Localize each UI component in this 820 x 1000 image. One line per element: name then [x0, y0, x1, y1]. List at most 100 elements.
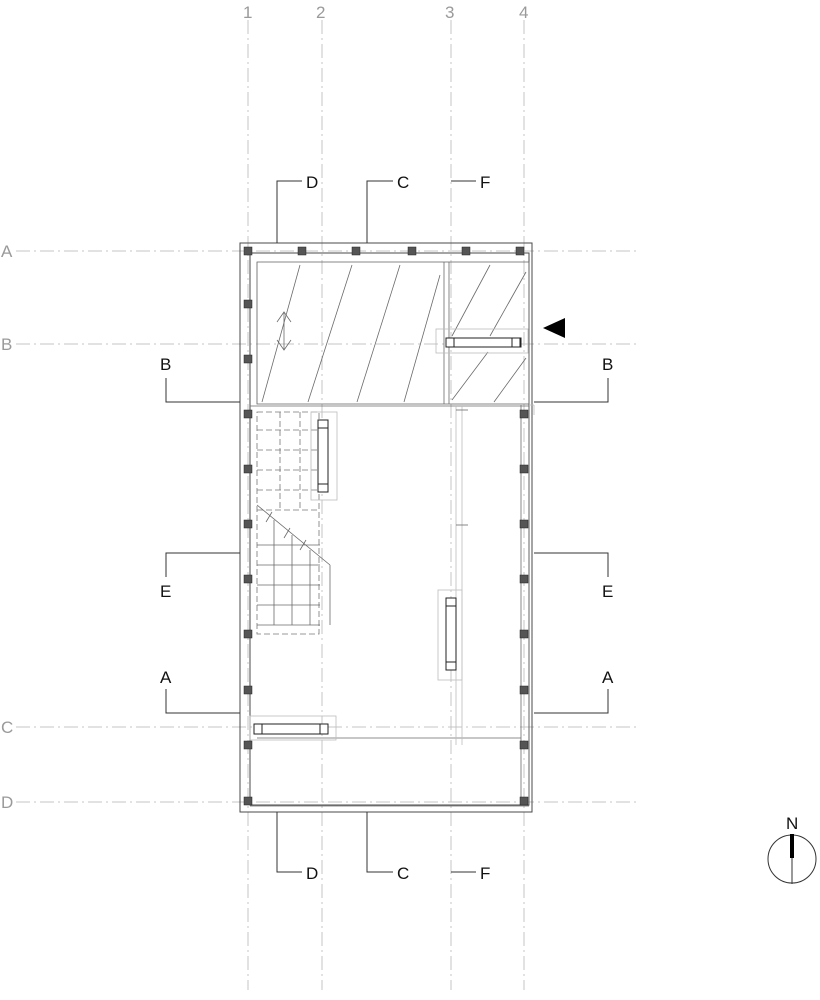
- section-label-bottom-d: D: [306, 864, 318, 883]
- grid-label-row-c: C: [1, 718, 13, 737]
- grid-label-col-2: 2: [316, 3, 325, 22]
- post: [519, 796, 529, 806]
- hatch-line: [356, 264, 401, 403]
- grid-label-col-3: 3: [445, 3, 454, 22]
- inner-wall: [249, 252, 530, 806]
- section-label-right-e: E: [602, 582, 613, 601]
- section-line-top-c: [366, 180, 393, 243]
- section-label-right-a: A: [602, 668, 614, 687]
- section-line-right-a: [534, 689, 609, 714]
- post: [297, 246, 307, 256]
- column-end: [445, 597, 457, 607]
- post: [243, 519, 253, 529]
- post: [519, 409, 529, 419]
- section-line-bottom-d: [276, 812, 302, 873]
- post: [519, 740, 529, 750]
- hatch-line: [451, 351, 489, 401]
- grid-labels: 1 2 3 4 A B C D: [1, 3, 528, 812]
- post: [351, 246, 361, 256]
- post: [243, 796, 253, 806]
- post: [243, 574, 253, 584]
- grid-label-col-1: 1: [243, 3, 252, 22]
- building-walls: [239, 242, 535, 813]
- column-end: [445, 661, 457, 671]
- section-markers: D C F D C F B E A B E A: [160, 173, 614, 883]
- section-label-bottom-c: C: [397, 864, 409, 883]
- wall-posts: [243, 246, 529, 806]
- section-line-left-e: [165, 552, 240, 577]
- section-label-top-c: C: [397, 173, 409, 192]
- post: [243, 299, 253, 309]
- post: [243, 464, 253, 474]
- grid-label-row-b: B: [1, 335, 12, 354]
- column-north: [317, 419, 329, 493]
- stair-diagonal: [256, 504, 331, 566]
- beam-halo: [437, 589, 463, 681]
- column-end: [317, 483, 329, 493]
- grid-label-col-4: 4: [519, 3, 528, 22]
- post: [243, 246, 253, 256]
- section-line-top-d: [276, 180, 302, 243]
- beams: [249, 328, 529, 741]
- section-label-left-a: A: [160, 668, 172, 687]
- up-down-arrow-tail: [276, 339, 292, 351]
- section-label-top-d: D: [306, 173, 318, 192]
- post: [515, 246, 525, 256]
- beam-south: [253, 723, 329, 735]
- post: [243, 354, 253, 364]
- hatch-line: [493, 357, 527, 403]
- section-label-left-b: B: [160, 355, 171, 374]
- post: [519, 519, 529, 529]
- north-arrow-label: N: [786, 814, 798, 833]
- beam-end: [445, 337, 455, 348]
- stair-outline: [256, 411, 320, 635]
- section-line-left-a: [165, 689, 240, 714]
- section-line-left-b: [165, 378, 240, 403]
- upper-floor-outline: [256, 261, 530, 405]
- post: [243, 685, 253, 695]
- section-line-right-b: [534, 378, 609, 403]
- section-label-bottom-f: F: [480, 864, 490, 883]
- hatch-line: [489, 271, 527, 337]
- north-arrow-bold-icon: [790, 834, 794, 858]
- grid-label-row-d: D: [1, 793, 13, 812]
- post: [519, 574, 529, 584]
- section-line-right-e: [534, 552, 609, 577]
- stair-tick: [299, 539, 307, 551]
- beam-end: [253, 723, 263, 735]
- hatch-line: [451, 264, 491, 337]
- section-label-left-e: E: [160, 582, 171, 601]
- post: [461, 246, 471, 256]
- column-end: [317, 419, 329, 429]
- outer-wall: [239, 242, 533, 813]
- beam-halo: [249, 715, 337, 741]
- post: [243, 409, 253, 419]
- post: [407, 246, 417, 256]
- entrance-arrow-icon: [543, 318, 565, 338]
- beam-end: [511, 337, 521, 348]
- hatch-line: [307, 264, 353, 403]
- upper-slab-hatch: [261, 264, 527, 403]
- section-label-right-b: B: [602, 355, 613, 374]
- hatch-line: [261, 264, 301, 403]
- beam-halo: [435, 328, 529, 354]
- stair-tick: [265, 511, 273, 523]
- post: [519, 629, 529, 639]
- column-center: [445, 597, 457, 671]
- post: [519, 464, 529, 474]
- grid-lines: [16, 20, 640, 990]
- hatch-line: [403, 274, 441, 403]
- post: [519, 685, 529, 695]
- section-label-top-f: F: [480, 173, 490, 192]
- section-line-bottom-c: [366, 812, 393, 873]
- north-arrow: N: [767, 814, 817, 884]
- stair-tick: [283, 527, 291, 539]
- beam-end: [319, 723, 329, 735]
- beam-halo: [310, 411, 338, 501]
- stair-area: [256, 411, 331, 635]
- post: [243, 629, 253, 639]
- beam-upper-east: [445, 337, 522, 348]
- grid-label-row-a: A: [1, 242, 13, 261]
- post: [243, 740, 253, 750]
